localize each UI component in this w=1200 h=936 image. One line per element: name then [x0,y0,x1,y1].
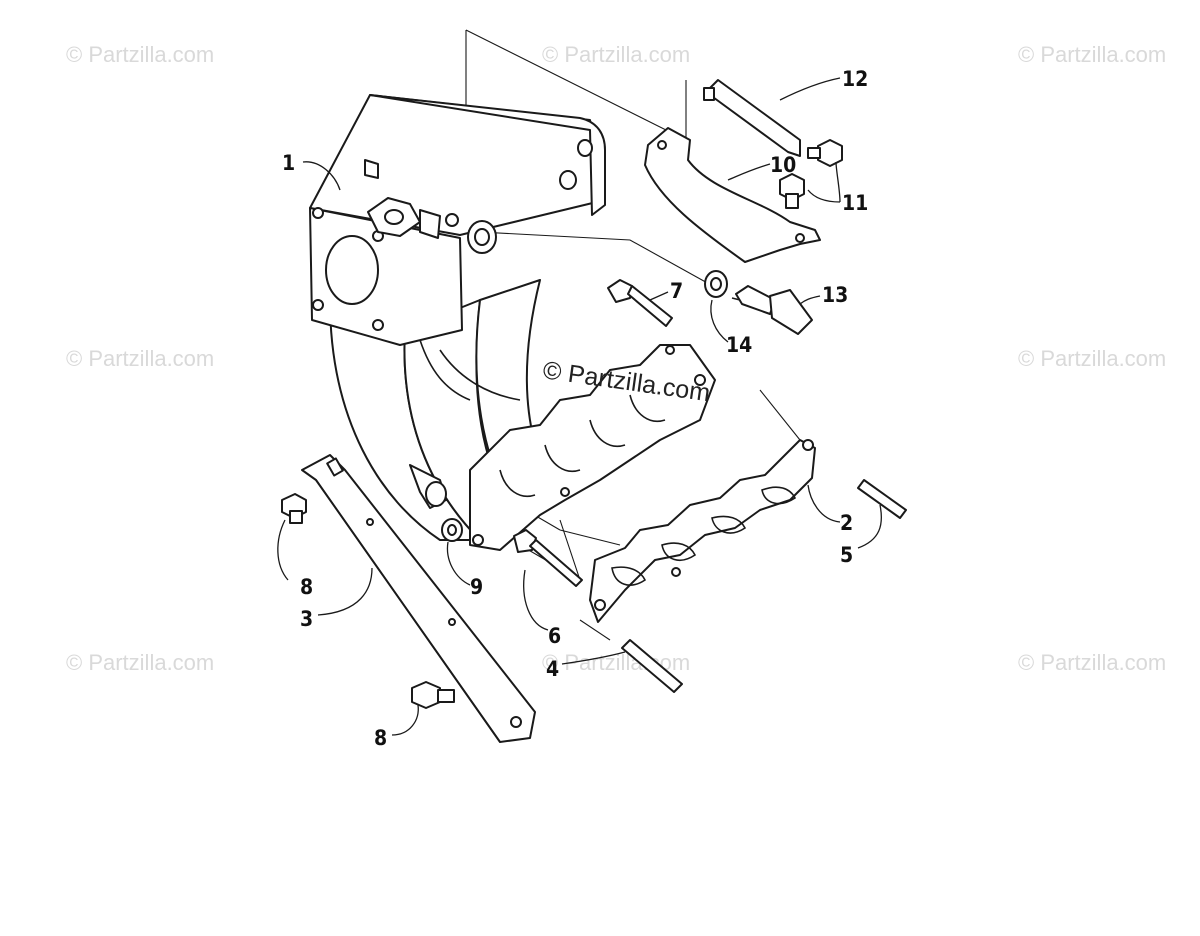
bracket-10 [644,127,821,263]
strap-12 [703,79,801,157]
callout-14: 14 [726,333,752,357]
bolt-8-lower [411,681,455,709]
bolt-6 [513,529,583,587]
watermark-text: © Partzilla.com [66,42,214,67]
bolt-11-lower [779,173,805,209]
watermarks: © Partzilla.com © Partzilla.com © Partzi… [66,42,1166,675]
stud-4 [621,639,683,693]
leader-lines [277,77,882,736]
sensor-13 [731,285,813,335]
mounting-bracket [301,454,536,743]
callout-8-lower: 8 [374,726,387,750]
callout-1: 1 [282,151,295,175]
callout-11: 11 [842,191,868,215]
watermark-text: © Partzilla.com [1018,42,1166,67]
callouts: 1 2 3 4 5 6 7 8 8 9 10 11 12 13 14 [282,67,868,750]
callout-9: 9 [470,575,483,599]
callout-6: 6 [548,624,561,648]
callout-8-upper: 8 [300,575,313,599]
watermark-text: © Partzilla.com [66,650,214,675]
callout-4: 4 [546,657,559,681]
washer-14 [704,270,728,298]
manifold-nozzle [409,464,447,509]
watermark-text: © Partzilla.com [66,346,214,371]
callout-3: 3 [300,607,313,631]
watermark-text: © Partzilla.com [542,42,690,67]
washer-9 [441,518,463,542]
bolt-8-upper [281,493,307,524]
bolt-7 [607,279,673,327]
watermark-text: © Partzilla.com [1018,650,1166,675]
manifold-flange [469,344,716,551]
callout-13: 13 [822,283,848,307]
watermark-text: © Partzilla.com [1018,346,1166,371]
bolt-11-upper [807,139,843,167]
callout-12: 12 [842,67,868,91]
callout-7: 7 [670,279,683,303]
callout-2: 2 [840,511,853,535]
callout-10: 10 [770,153,796,177]
gasket [589,439,816,623]
stud-5 [857,479,907,519]
callout-5: 5 [840,543,853,567]
